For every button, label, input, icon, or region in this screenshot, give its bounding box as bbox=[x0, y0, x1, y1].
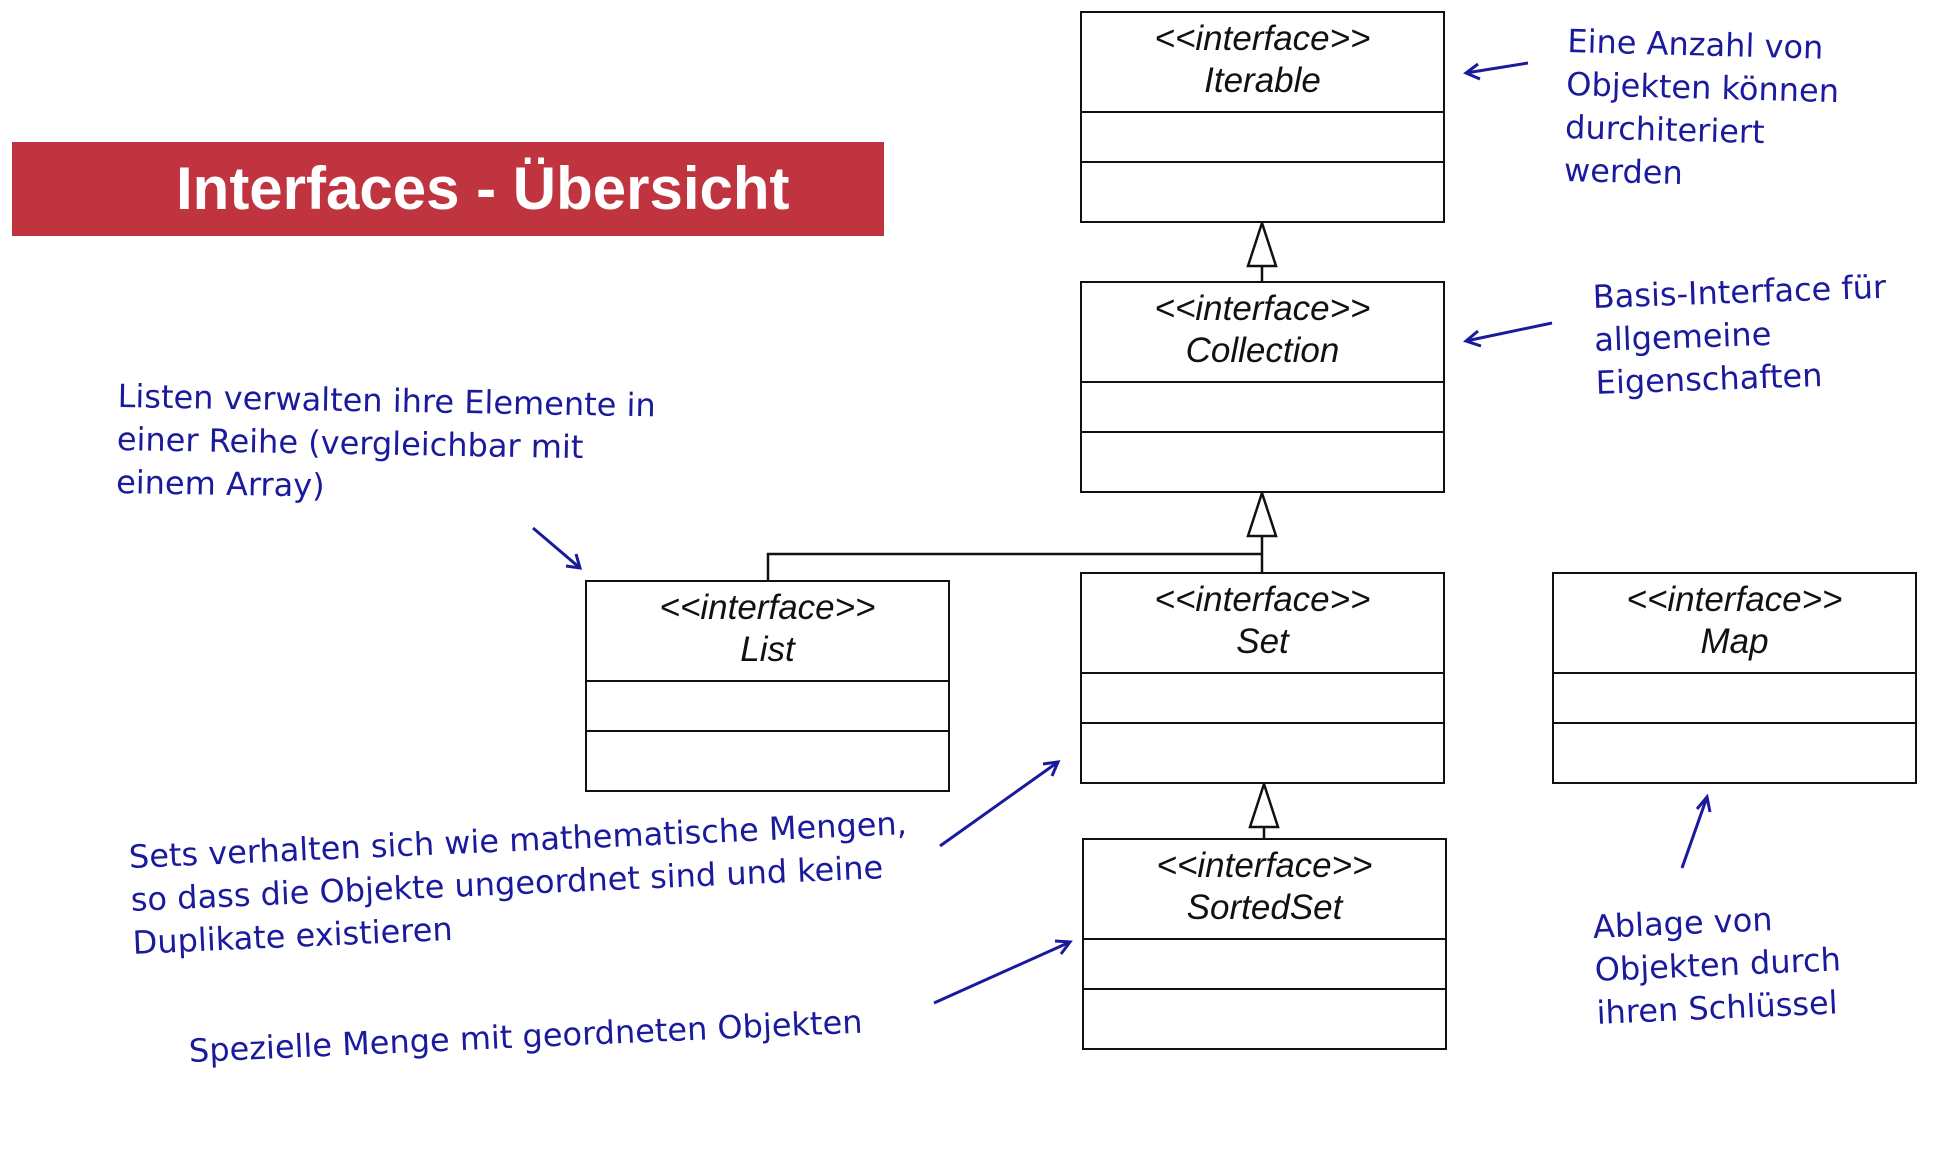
annotation-iterable: Eine Anzahl von Objekten können durchite… bbox=[1563, 21, 1840, 193]
uml-header: <<interface>> Map bbox=[1554, 574, 1915, 674]
interface-name: Collection bbox=[1185, 331, 1340, 370]
stereotype-label: <<interface>> bbox=[1154, 19, 1371, 58]
operations-compartment bbox=[1554, 724, 1915, 780]
annotation-set: Sets verhalten sich wie mathematische Me… bbox=[128, 804, 908, 962]
operations-compartment bbox=[587, 732, 948, 788]
uml-header: <<interface>> List bbox=[587, 582, 948, 682]
stereotype-label: <<interface>> bbox=[1626, 580, 1843, 619]
set-annotation-arrowhead bbox=[1042, 760, 1061, 777]
attributes-compartment bbox=[1554, 674, 1915, 724]
stereotype-label: <<interface>> bbox=[1154, 580, 1371, 619]
operations-compartment bbox=[1082, 163, 1443, 219]
sortedset-annotation-arrowhead bbox=[1054, 939, 1073, 955]
stereotype-label: <<interface>> bbox=[1156, 846, 1373, 885]
attributes-compartment bbox=[1082, 383, 1443, 433]
interface-name: Set bbox=[1236, 622, 1289, 661]
uml-header: <<interface>> Iterable bbox=[1082, 13, 1443, 113]
set-list-to-collection-arrowhead bbox=[1246, 488, 1278, 538]
attributes-compartment bbox=[1082, 113, 1443, 163]
interface-name: Iterable bbox=[1204, 61, 1321, 100]
uml-interface-map: <<interface>> Map bbox=[1552, 572, 1917, 784]
uml-interface-sortedset: <<interface>> SortedSet bbox=[1082, 838, 1447, 1050]
interface-name: List bbox=[740, 630, 795, 669]
attributes-compartment bbox=[1082, 674, 1443, 724]
stereotype-label: <<interface>> bbox=[659, 588, 876, 627]
uml-interface-list: <<interface>> List bbox=[585, 580, 950, 792]
stereotype-label: <<interface>> bbox=[1154, 289, 1371, 328]
uml-interface-collection: <<interface>> Collection bbox=[1080, 281, 1445, 493]
operations-compartment bbox=[1084, 990, 1445, 1046]
interface-name: Map bbox=[1700, 622, 1769, 661]
uml-interface-iterable: <<interface>> Iterable bbox=[1080, 11, 1445, 223]
uml-header: <<interface>> Set bbox=[1082, 574, 1443, 674]
map-annotation-arrow bbox=[1680, 796, 1709, 869]
uml-header: <<interface>> Collection bbox=[1082, 283, 1443, 383]
collection-to-iterable-arrowhead bbox=[1246, 218, 1278, 268]
title-bar: Interfaces - Übersicht bbox=[12, 142, 884, 236]
list-annotation-arrowhead bbox=[565, 553, 583, 570]
operations-compartment bbox=[1082, 724, 1443, 780]
annotation-sortedset: Spezielle Menge mit geordneten Objekten bbox=[188, 1002, 864, 1070]
operations-compartment bbox=[1082, 433, 1443, 489]
annotation-map: Ablage von Objekten durch ihren Schlüsse… bbox=[1592, 900, 1842, 1032]
sortedset-to-set-arrowhead bbox=[1248, 779, 1280, 829]
map-annotation-arrowhead bbox=[1695, 793, 1712, 813]
attributes-compartment bbox=[1084, 940, 1445, 990]
collection-annotation-arrow bbox=[1465, 321, 1553, 343]
sortedset-annotation-arrow bbox=[933, 940, 1071, 1005]
iterable-annotation-arrow bbox=[1465, 61, 1529, 75]
slide-title: Interfaces - Übersicht bbox=[176, 155, 790, 222]
interface-name: SortedSet bbox=[1186, 888, 1343, 927]
attributes-compartment bbox=[587, 682, 948, 732]
list-annotation-arrow bbox=[532, 526, 581, 570]
annotation-list: Listen verwalten ihre Elemente in einer … bbox=[115, 376, 657, 505]
set-annotation-arrow bbox=[939, 760, 1059, 848]
annotation-collection: Basis-Interface für allgemeine Eigenscha… bbox=[1592, 267, 1887, 402]
uml-header: <<interface>> SortedSet bbox=[1084, 840, 1445, 940]
iterable-annotation-arrowhead bbox=[1463, 62, 1481, 81]
collection-annotation-arrowhead bbox=[1462, 329, 1482, 348]
uml-interface-set: <<interface>> Set bbox=[1080, 572, 1445, 784]
